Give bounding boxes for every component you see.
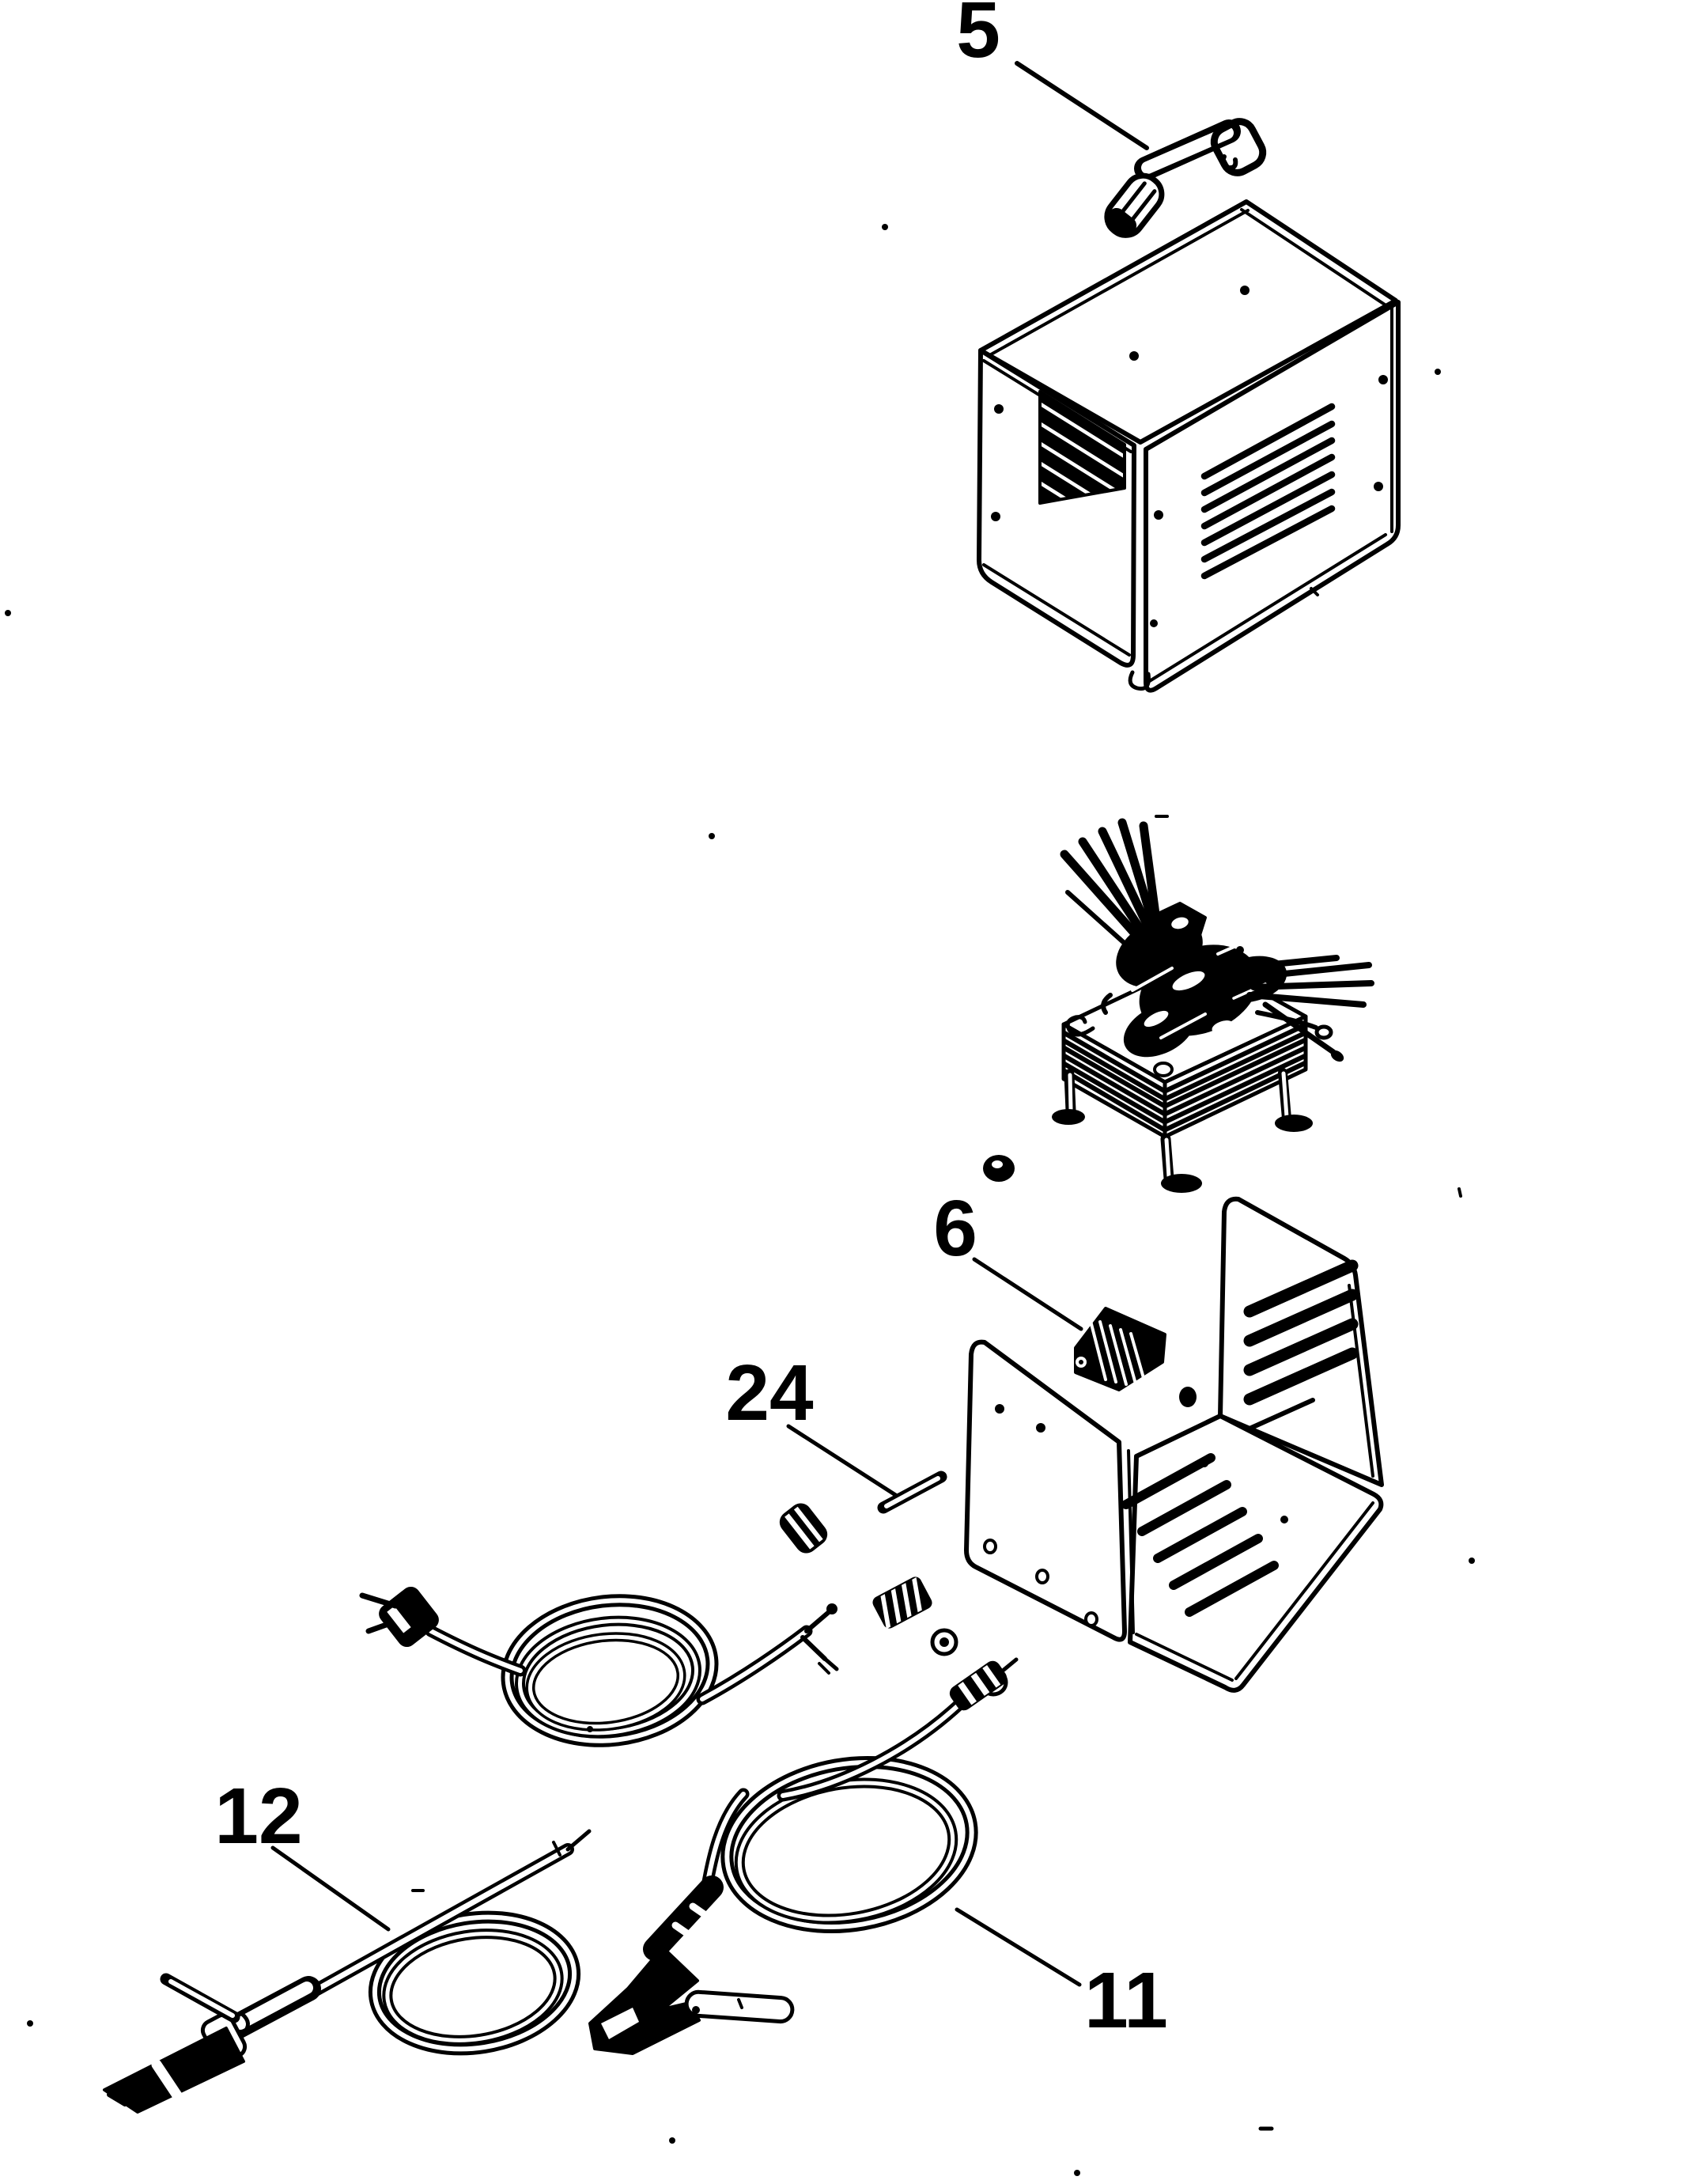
svg-text:6: 6 bbox=[933, 1184, 977, 1273]
svg-text:24: 24 bbox=[725, 1349, 814, 1437]
svg-text:12: 12 bbox=[214, 1772, 302, 1860]
svg-text:11: 11 bbox=[1084, 1956, 1168, 2045]
svg-text:5: 5 bbox=[956, 0, 1000, 74]
